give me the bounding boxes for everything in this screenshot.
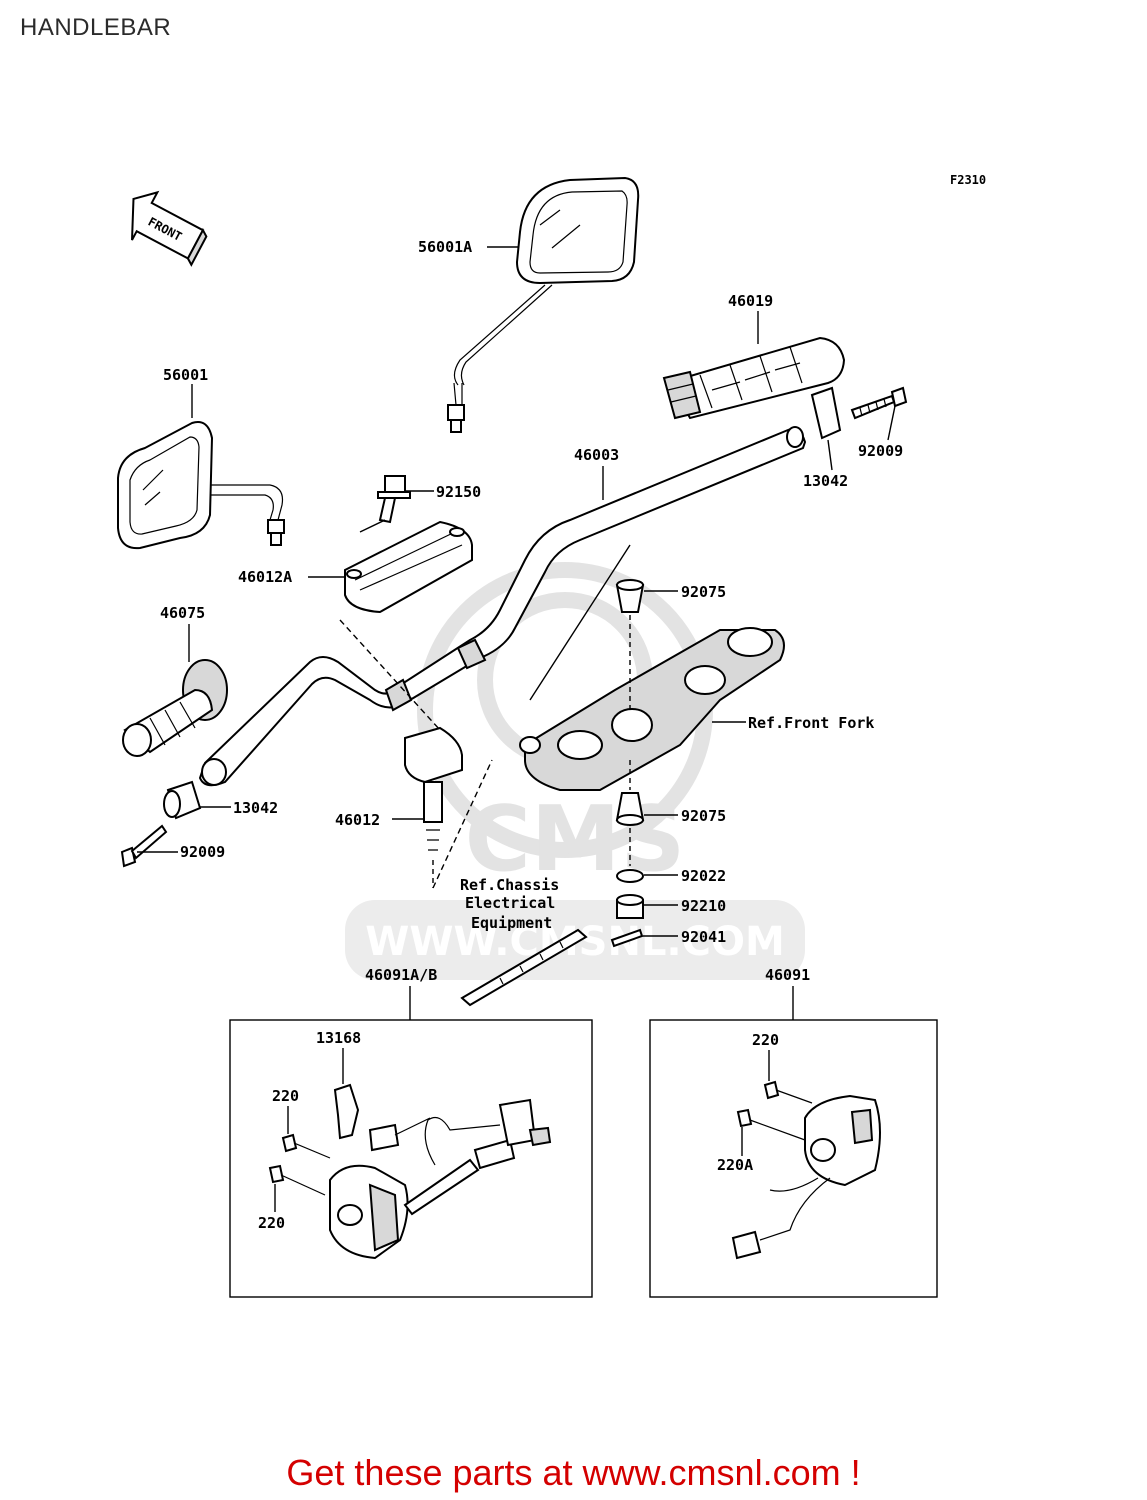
mirror-left: [117, 421, 285, 550]
washer: [616, 869, 644, 883]
label-screw-left-switch-a: 220: [272, 1087, 299, 1105]
label-handlebar: 46003: [574, 446, 619, 464]
label-weight-right: 13042: [803, 472, 848, 490]
label-clamp: 13168: [316, 1029, 361, 1047]
footer-cta-link[interactable]: Get these parts at www.cmsnl.com !: [286, 1452, 861, 1493]
label-chassis-ref-1: Ref.Chassis: [460, 876, 559, 894]
label-switch-left-group: 46091A/B: [365, 966, 437, 984]
label-bolt-holder: 92150: [436, 483, 481, 501]
label-grip-left: 46075: [160, 604, 205, 622]
label-mirror-left: 56001: [163, 366, 208, 384]
label-grip-right: 46019: [728, 292, 773, 310]
nut: [616, 894, 644, 919]
label-chassis-ref-2: Electrical: [465, 894, 555, 912]
screw-left-switch-b: [268, 1164, 326, 1196]
cotter-pin: [610, 928, 644, 948]
label-screw-left-switch-b: 220: [258, 1214, 285, 1232]
label-screw-right-switch-a: 220: [752, 1031, 779, 1049]
holder-upper: [344, 520, 473, 614]
front-arrow-icon: FRONT: [131, 190, 208, 267]
label-switch-right-group: 46091: [765, 966, 810, 984]
grip-right: [662, 336, 846, 420]
top-bridge: [519, 627, 785, 791]
label-screw-right: 92009: [858, 442, 903, 460]
switch-right-box: [649, 1019, 938, 1298]
figure-code: F2310: [950, 173, 986, 187]
screw-right-switch-a: [763, 1080, 813, 1104]
weight-right: [810, 386, 842, 440]
label-damper-upper: 92075: [681, 583, 726, 601]
label-weight-left: 13042: [233, 799, 278, 817]
label-washer: 92022: [681, 867, 726, 885]
page-title: HANDLEBAR: [20, 14, 172, 41]
label-holder-lower: 46012: [335, 811, 380, 829]
parts-diagram: CMS WWW.CMSNL.COM F2310 FRONT 56001A 560…: [117, 173, 986, 1298]
label-holder-upper: 46012A: [238, 568, 292, 586]
mirror-right: [447, 176, 640, 433]
handlebar: [198, 426, 807, 787]
screw-left-switch-a: [281, 1133, 331, 1159]
label-mirror-right: 56001A: [418, 238, 472, 256]
bolt-holder: [377, 475, 411, 524]
label-screw-left: 92009: [180, 843, 225, 861]
label-chassis-ref-3: Equipment: [471, 914, 552, 932]
holder-lower: [404, 726, 463, 851]
cable-tie: [460, 928, 588, 1007]
switch-left-assembly: [329, 1098, 552, 1260]
clamp: [333, 1083, 360, 1140]
label-front-fork-ref: Ref.Front Fork: [748, 714, 874, 732]
label-cotter-pin: 92041: [681, 928, 726, 946]
label-damper-lower: 92075: [681, 807, 726, 825]
grip-left: [122, 659, 228, 757]
screw-right: [850, 386, 908, 420]
screw-right-switch-b: [736, 1108, 806, 1141]
damper-upper: [615, 579, 645, 613]
label-nut: 92210: [681, 897, 726, 915]
switch-left-box: [229, 1019, 593, 1298]
damper-lower: [615, 792, 645, 826]
weight-left: [163, 780, 202, 820]
screw-left: [120, 824, 168, 868]
label-screw-right-switch-b: 220A: [717, 1156, 753, 1174]
switch-right-assembly: [731, 1094, 881, 1260]
